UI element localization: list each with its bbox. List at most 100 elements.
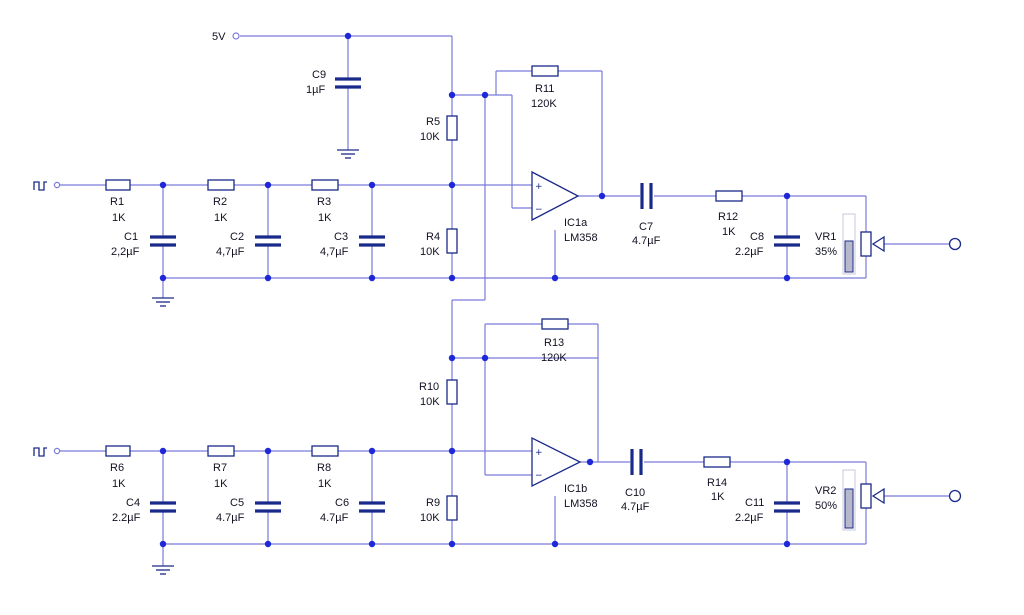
- output-terminal-top: [948, 237, 962, 251]
- label-c11-value: 2.2µF: [735, 512, 764, 524]
- label-c3-value: 4,7µF: [320, 246, 349, 258]
- junction-dot: [264, 540, 272, 548]
- junction-dot: [783, 540, 791, 548]
- opamp-triangle-icon: [531, 170, 580, 222]
- label-c7-name: C7: [639, 221, 653, 233]
- capacitor-c4: [150, 501, 176, 513]
- label-c8-name: C8: [750, 231, 764, 243]
- resistor-r12: [715, 190, 743, 202]
- label-r6-name: R6: [110, 462, 124, 474]
- label-r10-value: 10K: [420, 396, 440, 408]
- junction-dot: [598, 192, 606, 200]
- label-r12-value: 1K: [722, 226, 736, 238]
- label-vr2-name: VR2: [815, 485, 836, 497]
- label-c10-value: 4.7µF: [621, 501, 650, 513]
- capacitor-c11: [774, 501, 800, 513]
- component-labels: R1 1K R2 1K R3 1K R5 10K R4 10K R11 120K…: [110, 69, 837, 524]
- resistor-r9: [446, 495, 458, 521]
- wiper-arrow-icon: [871, 235, 885, 253]
- junction-dot: [481, 354, 489, 362]
- junction-dot: [448, 181, 456, 189]
- label-r1-value: 1K: [112, 212, 126, 224]
- junction-dot: [783, 192, 791, 200]
- label-ic1b-part: LM358: [564, 498, 598, 510]
- capacitor-c6: [359, 501, 385, 513]
- capacitor-c5: [255, 501, 281, 513]
- opamp-plus-sign: +: [535, 448, 543, 458]
- capacitor-c10: [630, 449, 643, 475]
- junction-dot: [159, 540, 167, 548]
- junction-dot: [448, 447, 456, 455]
- label-c6-name: C6: [335, 497, 349, 509]
- capacitor-c2: [255, 235, 281, 247]
- junction-dot: [551, 274, 559, 282]
- label-r2-value: 1K: [214, 212, 228, 224]
- label-c10-name: C10: [625, 487, 645, 499]
- label-c7-value: 4.7µF: [632, 235, 661, 247]
- opamp-minus-sign: −: [535, 471, 543, 481]
- vr1-slider-fill: [844, 240, 854, 273]
- label-c4-name: C4: [126, 497, 140, 509]
- label-c9-name: C9: [312, 69, 326, 81]
- label-r9-name: R9: [426, 497, 440, 509]
- label-r10-name: R10: [419, 381, 439, 393]
- label-r3-value: 1K: [318, 212, 332, 224]
- supply-5v: 5V: [212, 31, 240, 43]
- resistor-r11: [531, 65, 559, 77]
- input-terminal: [53, 181, 61, 189]
- label-r13-name: R13: [544, 337, 564, 349]
- vr1-body: [860, 231, 872, 257]
- junction-dot: [586, 458, 594, 466]
- label-c5-name: C5: [230, 497, 244, 509]
- label-c6-value: 4.7µF: [320, 512, 349, 524]
- pulse-source-icon: [33, 447, 47, 457]
- resistor-r1: [105, 179, 131, 191]
- label-c4-value: 2.2µF: [112, 512, 141, 524]
- label-r1-name: R1: [110, 196, 124, 208]
- resistor-r10: [446, 379, 458, 405]
- junction-dot: [264, 274, 272, 282]
- label-r14-value: 1K: [711, 491, 725, 503]
- potentiometer-vr2: [842, 469, 885, 531]
- label-r8-name: R8: [317, 462, 331, 474]
- opamp-ic1b: + −: [531, 436, 582, 488]
- junction-dot: [368, 540, 376, 548]
- junction-dot: [159, 181, 167, 189]
- label-r11-value: 120K: [531, 98, 557, 110]
- input-terminal: [53, 447, 61, 455]
- label-r5-name: R5: [426, 116, 440, 128]
- opamp-triangle-icon: [531, 436, 582, 488]
- resistor-r5: [446, 115, 458, 141]
- label-c11-name: C11: [745, 497, 764, 509]
- junction-dot: [448, 274, 456, 282]
- input-top: [33, 181, 61, 191]
- label-r6-value: 1K: [112, 478, 126, 490]
- junction-dot: [159, 274, 167, 282]
- label-r9-value: 10K: [420, 512, 440, 524]
- label-r4-name: R4: [426, 231, 440, 243]
- label-c9-value: 1µF: [306, 84, 325, 96]
- junction-dot: [481, 91, 489, 99]
- label-c5-value: 4.7µF: [216, 512, 245, 524]
- junctions: [159, 32, 791, 548]
- ground-icon: [152, 565, 174, 575]
- label-r4-value: 10K: [420, 246, 440, 258]
- label-vr1-name: VR1: [815, 231, 836, 243]
- label-r3-name: R3: [317, 196, 331, 208]
- input-bottom: [33, 447, 61, 457]
- label-r5-value: 10K: [420, 131, 440, 143]
- label-r14-name: R14: [707, 477, 727, 489]
- label-r2-name: R2: [213, 196, 227, 208]
- label-c8-value: 2.2µF: [735, 246, 764, 258]
- label-c1-value: 2,2µF: [111, 246, 140, 258]
- label-r13-value: 120K: [541, 352, 567, 364]
- junction-dot: [264, 181, 272, 189]
- resistor-r14: [703, 456, 731, 468]
- junction-dot: [783, 274, 791, 282]
- label-r11-name: R11: [535, 83, 554, 95]
- ground-icon: [337, 149, 359, 159]
- label-c3-name: C3: [334, 231, 348, 243]
- label-ic1a-name: IC1a: [564, 217, 588, 229]
- label-r7-value: 1K: [214, 478, 228, 490]
